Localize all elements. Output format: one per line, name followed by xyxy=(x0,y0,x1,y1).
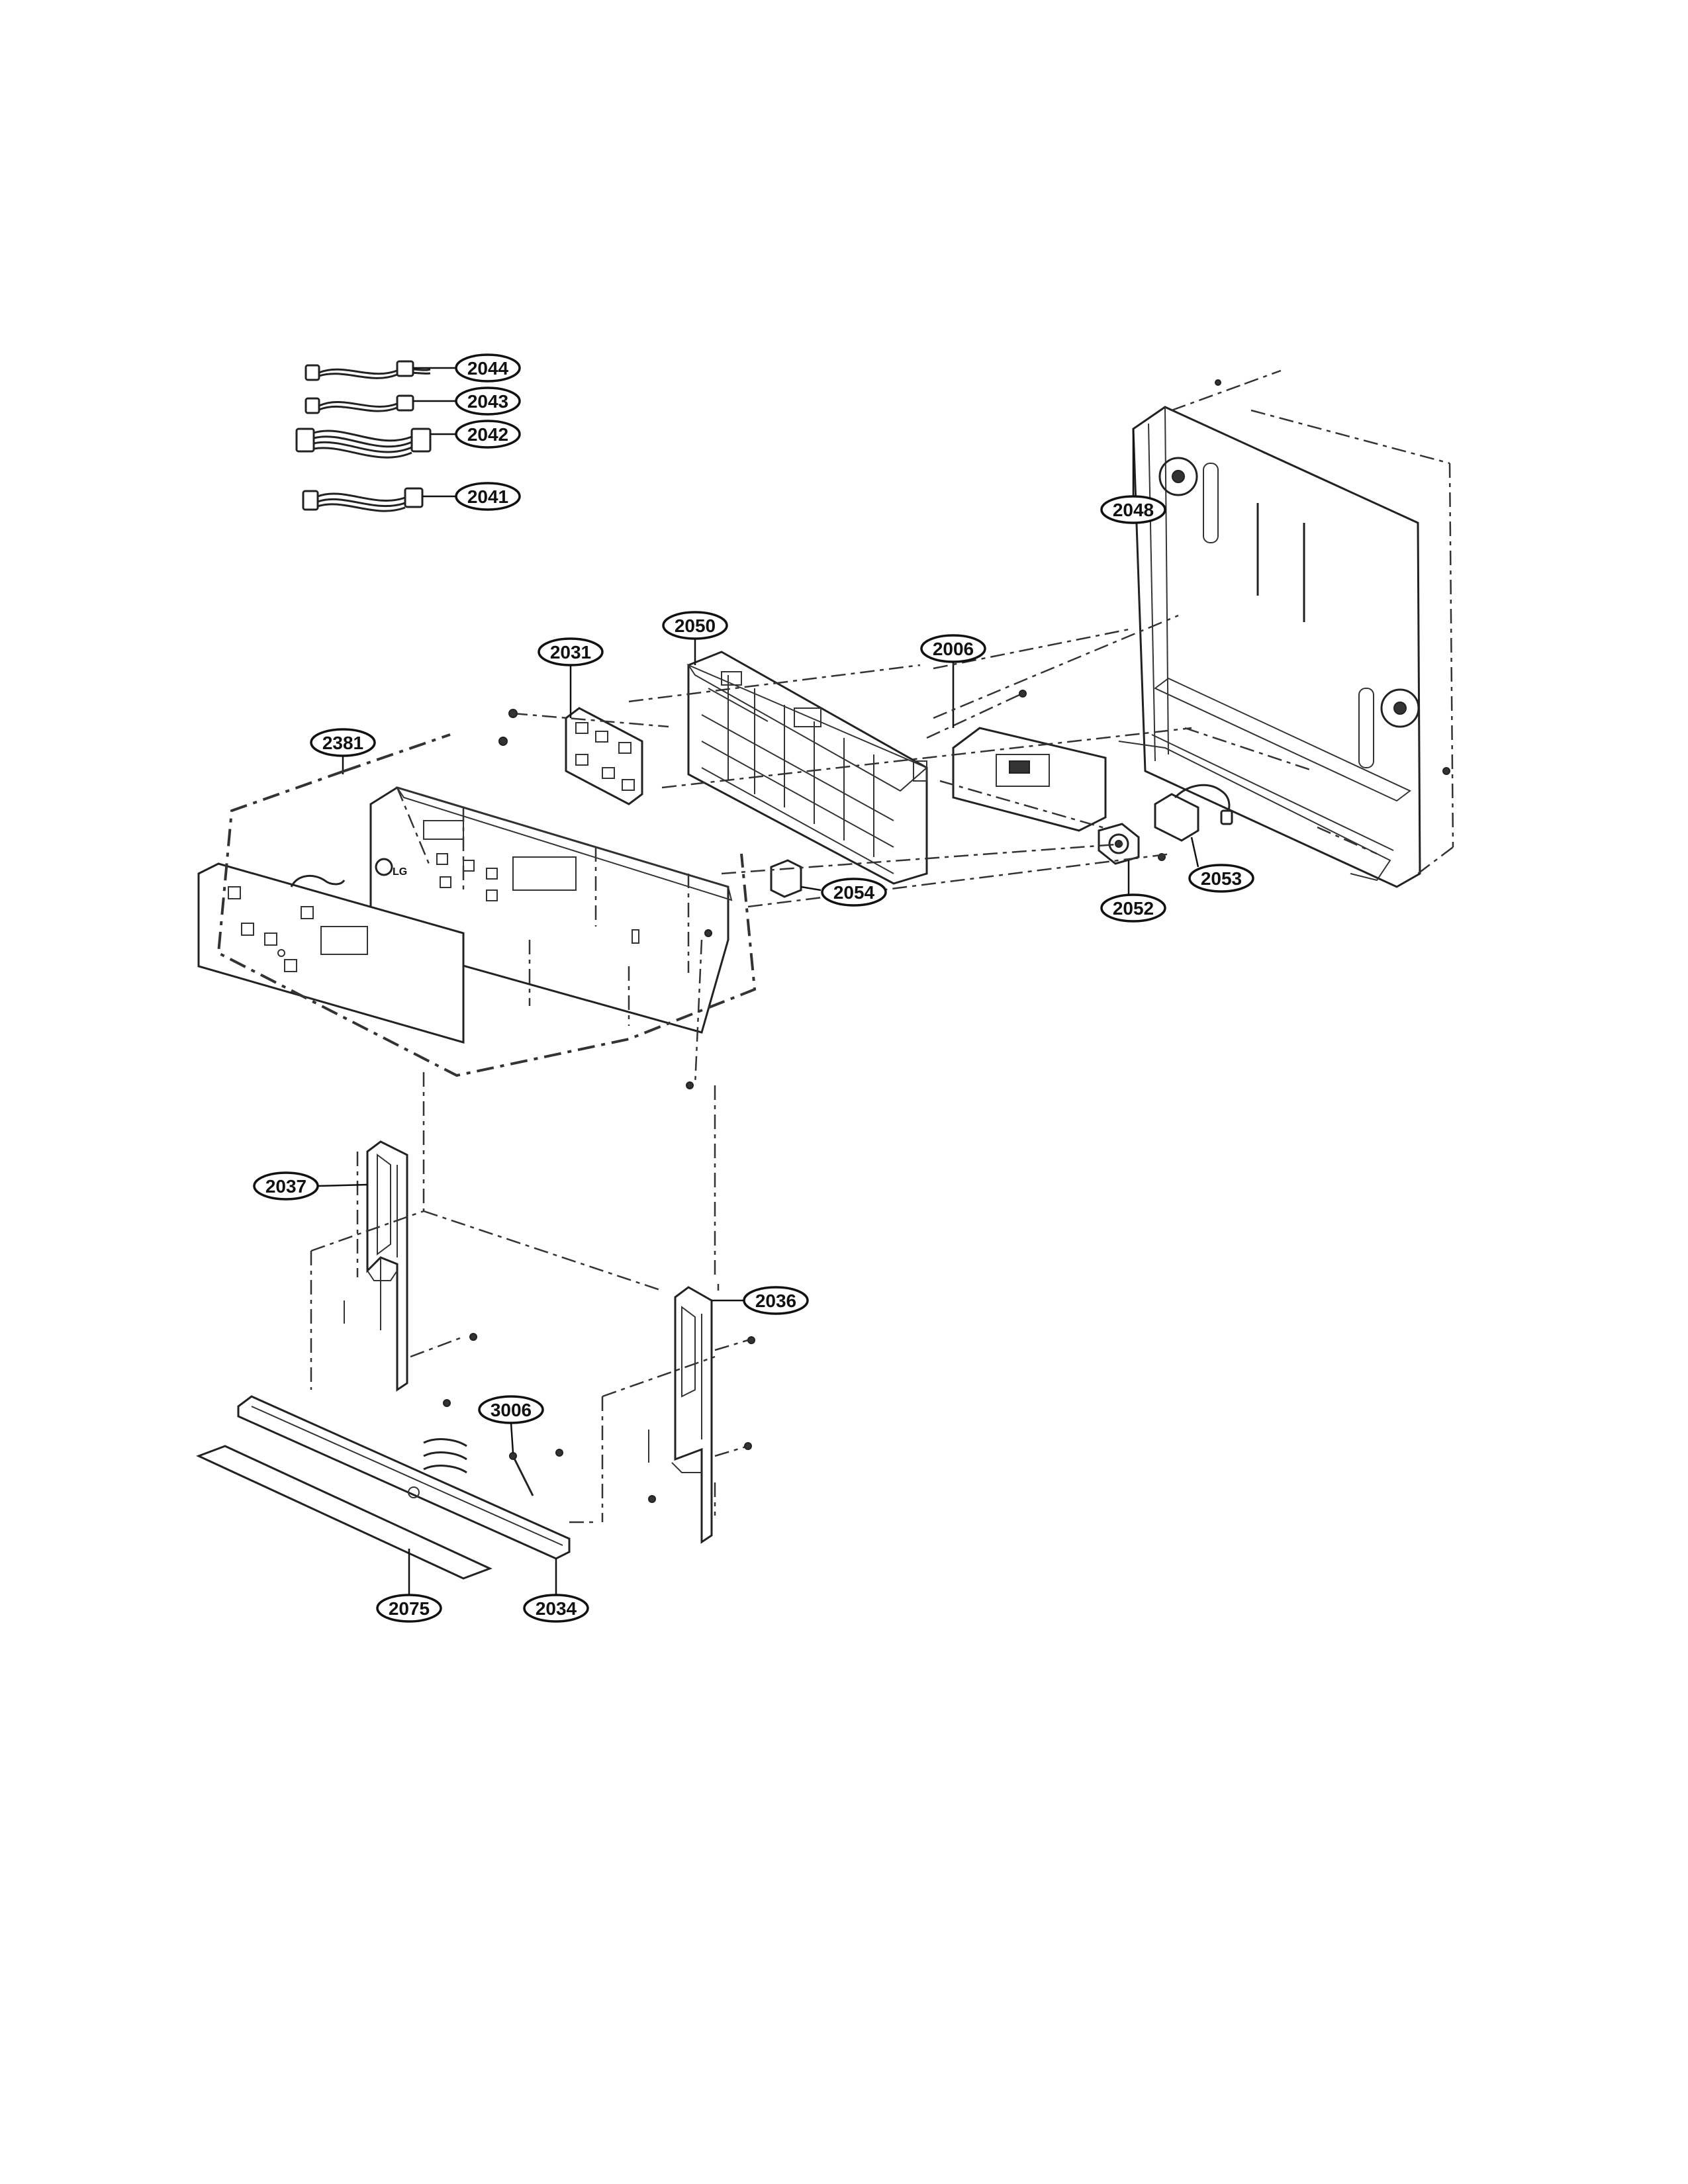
callout-label: 2043 xyxy=(467,391,508,412)
bottom-glass-2075 xyxy=(196,1445,492,1595)
callout-2052: 2052 xyxy=(1100,893,1166,923)
wire-harness-2041 xyxy=(302,487,457,512)
callout-2075: 2075 xyxy=(376,1594,442,1623)
callout-label: 2036 xyxy=(755,1291,796,1311)
callout-label: 2037 xyxy=(265,1176,306,1197)
callout-2050: 2050 xyxy=(662,611,728,640)
callout-label: 2044 xyxy=(467,358,509,379)
callout-2041: 2041 xyxy=(455,482,521,511)
control-panel-2381: LG xyxy=(197,733,757,1089)
callout-2042: 2042 xyxy=(455,420,521,449)
callout-label: 2034 xyxy=(536,1598,577,1619)
callout-2048: 2048 xyxy=(1100,495,1166,524)
callout-label: 2050 xyxy=(675,615,716,636)
callout-2044: 2044 xyxy=(455,353,521,383)
callout-3006: 3006 xyxy=(478,1395,544,1424)
callout-2054: 2054 xyxy=(821,878,887,907)
callout-label: 2053 xyxy=(1201,868,1242,889)
callout-2031: 2031 xyxy=(538,637,604,666)
callout-label: 2381 xyxy=(322,733,363,753)
callout-2043: 2043 xyxy=(455,387,521,416)
callout-label: 2075 xyxy=(389,1598,430,1619)
side-bracket-2036 xyxy=(601,1085,755,1544)
side-bracket-2037 xyxy=(310,1072,663,1407)
callout-label: 2054 xyxy=(833,882,875,903)
callout-2006: 2006 xyxy=(920,634,986,663)
wire-harness-2043 xyxy=(305,394,457,414)
callout-2037: 2037 xyxy=(253,1171,319,1201)
display-board-2006 xyxy=(926,662,1126,835)
wire-harness-2044 xyxy=(305,360,457,381)
rear-cover-2048 xyxy=(1118,369,1454,888)
callout-2381: 2381 xyxy=(310,728,376,757)
callout-label: 2006 xyxy=(933,639,974,659)
callout-2053: 2053 xyxy=(1188,864,1254,893)
connector-2054 xyxy=(770,859,821,898)
callout-2036: 2036 xyxy=(743,1286,809,1315)
callout-label: 3006 xyxy=(491,1400,532,1420)
callout-2034: 2034 xyxy=(523,1594,589,1623)
callout-label: 2042 xyxy=(467,424,508,445)
callout-label: 2031 xyxy=(550,642,591,662)
bracket-2050 xyxy=(686,639,928,885)
wire-harness-2042 xyxy=(295,428,457,459)
callout-label: 2041 xyxy=(467,486,508,507)
speaker-2052 xyxy=(1098,823,1166,897)
sensor-2053 xyxy=(1154,784,1233,868)
spring-3006 xyxy=(423,1422,563,1496)
callout-label: 2048 xyxy=(1113,500,1154,520)
bottom-trim-2034 xyxy=(237,1395,596,1595)
pcb-2031 xyxy=(498,662,669,805)
callout-label: 2052 xyxy=(1113,898,1154,919)
svg-text:LG: LG xyxy=(393,866,407,878)
